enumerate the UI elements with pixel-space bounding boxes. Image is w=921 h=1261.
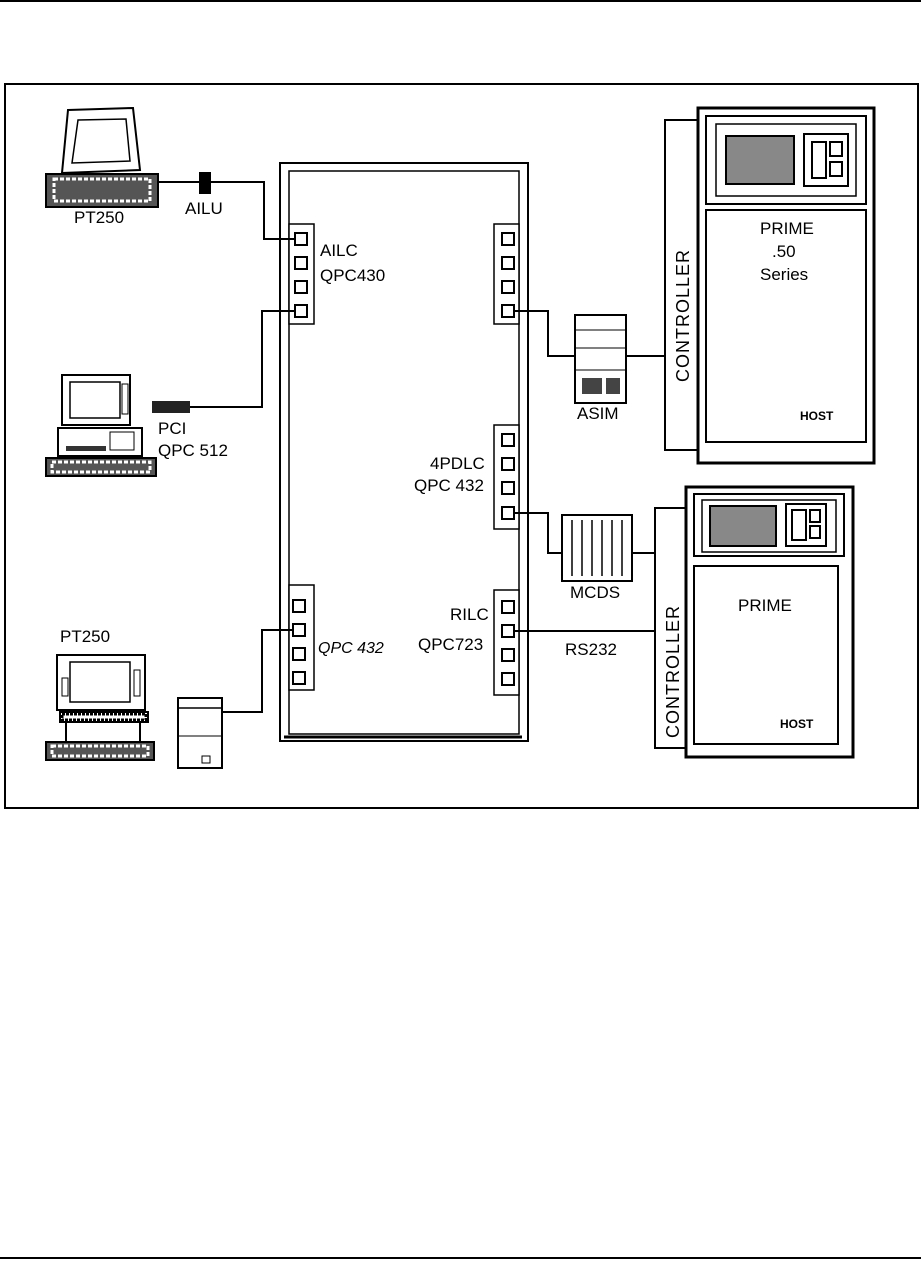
prime-bottom-label: PRIME — [738, 596, 792, 615]
asim-label: ASIM — [577, 404, 619, 423]
right-top-card — [493, 223, 520, 325]
rs232-label: RS232 — [565, 640, 617, 659]
prime-host-bottom — [654, 485, 855, 759]
prime-top-label: PRIME — [760, 219, 814, 238]
fifty-label: .50 — [772, 242, 796, 261]
adapter-box-icon — [177, 697, 223, 769]
pci-connector-icon — [152, 401, 190, 413]
qpc430-label: QPC430 — [320, 266, 385, 285]
pt250-bottom-label: PT250 — [60, 627, 110, 646]
connection-lines — [150, 181, 665, 713]
pdlc-card — [493, 424, 520, 530]
mcds-device-icon — [561, 514, 633, 582]
ailc-label: AILC — [320, 241, 358, 260]
host-top-label: HOST — [800, 409, 834, 423]
qpc512-label: QPC 512 — [158, 441, 228, 460]
controller-bottom-label: CONTROLLER — [663, 605, 683, 738]
qpc432-right-label: QPC 432 — [414, 476, 484, 495]
prime-host-top — [664, 106, 876, 465]
rilc-card — [493, 589, 520, 696]
series-label: Series — [760, 265, 808, 284]
qpc432-left-label: QPC 432 — [318, 640, 384, 657]
pci-label: PCI — [158, 419, 186, 438]
ailu-connector-icon — [199, 172, 211, 194]
rilc-label: RILC — [450, 605, 489, 624]
asim-device-icon — [574, 314, 627, 404]
controller-top-label: CONTROLLER — [673, 249, 693, 382]
qpc432-left-card — [288, 584, 315, 691]
figure-frame — [4, 83, 919, 809]
pt250-top-terminal-icon — [45, 106, 159, 208]
mcds-label: MCDS — [570, 583, 620, 602]
pdlc-label: 4PDLC — [430, 454, 485, 473]
pt250-bottom-terminal-icon — [45, 654, 155, 761]
pt250-top-label: PT250 — [74, 208, 124, 227]
ailc-card — [288, 223, 315, 325]
host-bottom-label: HOST — [780, 717, 814, 731]
qpc723-label: QPC723 — [418, 635, 483, 654]
pci-pc-icon — [45, 374, 157, 477]
ailu-label: AILU — [185, 199, 223, 218]
